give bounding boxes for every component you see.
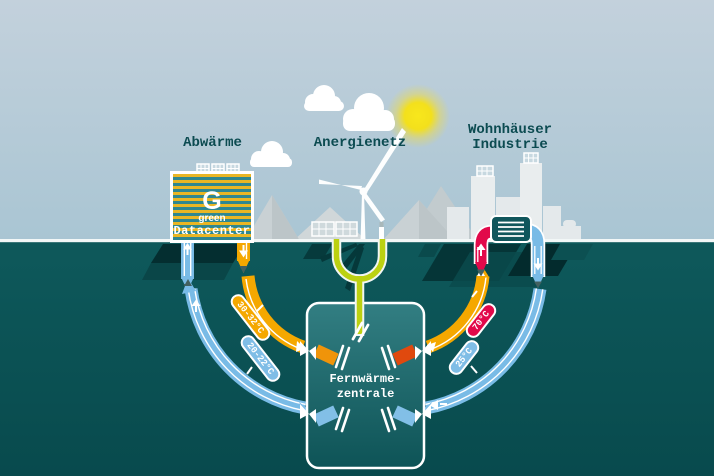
datacenter-logo-icon: G	[202, 187, 222, 215]
cloud-icon	[250, 141, 292, 167]
wind-turbine	[319, 128, 406, 241]
datacenter-name: Datacenter	[173, 224, 251, 238]
cloud-icon	[343, 93, 395, 131]
datacenter-sign: G green Datacenter	[170, 171, 254, 243]
warm-pipe-datacenter	[237, 242, 250, 273]
plant-label: Fernwärme- zentrale	[307, 372, 424, 402]
heat-exchanger	[490, 215, 532, 243]
power-line	[331, 239, 388, 343]
waste-heat-label: Abwärme	[183, 135, 242, 151]
plant-label-line1: Fernwärme-	[329, 372, 402, 386]
roof-vent-icon	[476, 152, 539, 177]
solar-panels	[311, 221, 358, 237]
consumers-label: Wohnhäuser Industrie	[450, 123, 570, 153]
horizon-line	[0, 239, 714, 243]
consumers-label-line2: Industrie	[472, 137, 548, 153]
cloud-icon	[304, 85, 344, 111]
plant-label-line2: zentrale	[336, 387, 395, 401]
grid-post	[379, 222, 384, 239]
cold-pipe-arc-left	[182, 278, 312, 415]
pipe-break-marks	[334, 344, 397, 433]
datacenter-logo-sub: green	[198, 213, 226, 224]
pill-ticks	[246, 290, 478, 375]
pipe-connectors	[300, 341, 431, 427]
energy-grid-label: Anergienetz	[313, 135, 407, 151]
consumers-label-line1: Wohnhäuser	[467, 122, 552, 138]
